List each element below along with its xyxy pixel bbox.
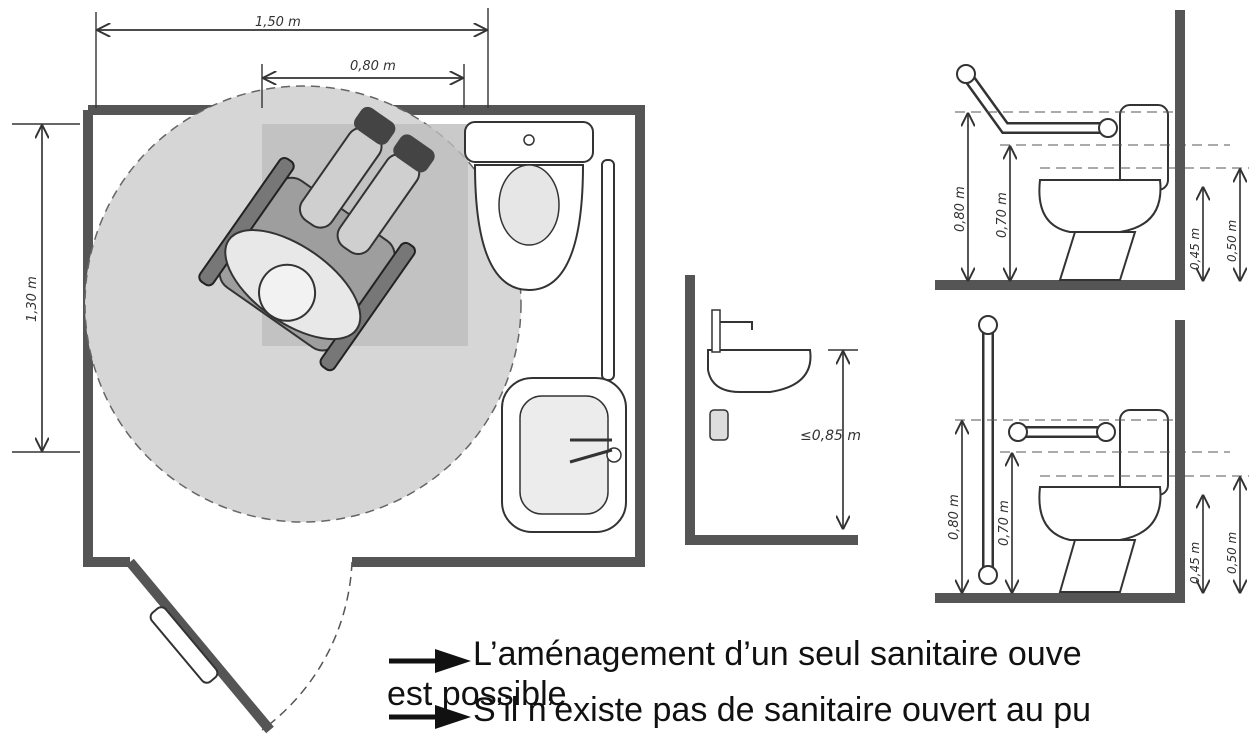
wall-left bbox=[83, 110, 130, 567]
dimension-sink-height: ≤0,85 m bbox=[800, 349, 861, 528]
grab-bar-angled bbox=[956, 64, 1118, 138]
floor-plan: 1,50 m 0,80 m 1,30 m bbox=[12, 8, 645, 734]
arrow-right-icon bbox=[389, 649, 471, 673]
dim-depth-label: 1,30 m bbox=[25, 276, 40, 322]
wheelchair-user-icon bbox=[198, 106, 435, 372]
wc-elevation-1: 0,80 m 0,70 m 0,45 m 0,50 m bbox=[935, 10, 1249, 290]
wc1-dim-seat: 0,45 m bbox=[1188, 228, 1202, 270]
grab-bar-top-view bbox=[601, 159, 615, 381]
sink-elevation: ≤0,85 m bbox=[685, 275, 861, 545]
wc-elevation-2: 0,80 m 0,70 m 0,45 m 0,50 m bbox=[935, 315, 1249, 603]
bullet-2-text: S’il n’existe pas de sanitaire ouvert au… bbox=[473, 691, 1092, 729]
wc1-dim-bar-low: 0,70 m bbox=[995, 192, 1010, 238]
bullet-item-1: L’aménagement d’un seul sanitaire ouve e… bbox=[385, 634, 1082, 714]
grab-bar-horizontal bbox=[1008, 422, 1116, 442]
dim-sink-label: ≤0,85 m bbox=[800, 428, 861, 444]
washbasin-side-view bbox=[707, 309, 812, 441]
wc2-dim-bar-low: 0,70 m bbox=[997, 500, 1012, 546]
wc2-dim-bar-top: 0,80 m bbox=[947, 494, 962, 540]
bullet-item-2: S’il n’existe pas de sanitaire ouvert au… bbox=[385, 690, 1091, 732]
dim-inner-label: 0,80 m bbox=[350, 59, 396, 74]
toilet-top-view bbox=[464, 121, 594, 292]
wc2-dim-seat-max: 0,50 m bbox=[1225, 532, 1239, 574]
dim-width-label: 1,50 m bbox=[255, 15, 301, 30]
wc1-dim-bar-top: 0,80 m bbox=[953, 186, 968, 232]
bullet-1-line-1: L’aménagement d’un seul sanitaire ouve bbox=[473, 635, 1082, 673]
toilet-side-view bbox=[1038, 104, 1169, 281]
bullet-1-text: L’aménagement d’un seul sanitaire ouve e… bbox=[387, 634, 1082, 714]
door bbox=[126, 558, 353, 734]
grab-bar-vertical bbox=[978, 315, 998, 585]
dimension-depth: 1,30 m bbox=[12, 123, 80, 453]
wc1-dim-seat-max: 0,50 m bbox=[1225, 220, 1239, 262]
arrow-right-icon bbox=[389, 705, 471, 729]
dimension-width: 1,50 m bbox=[95, 8, 489, 108]
wc2-dim-seat: 0,45 m bbox=[1188, 542, 1202, 584]
washbasin-top-view bbox=[501, 377, 627, 533]
dimension-inner: 0,80 m bbox=[261, 59, 465, 108]
bullet-1-line-2: est possible bbox=[387, 675, 567, 713]
